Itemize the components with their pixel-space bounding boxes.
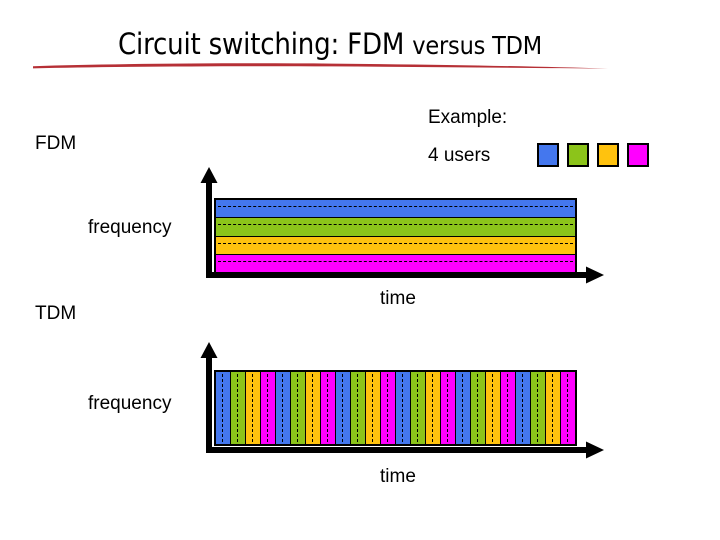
page-title-part-4: TDM [492, 31, 542, 60]
page-title-part-3: versus [412, 31, 493, 60]
fdm-band-user-1 [216, 200, 575, 219]
tdm-slot-15 [426, 372, 441, 444]
legend-swatch-user-3 [597, 143, 619, 167]
fdm-x-axis-label: time [380, 288, 416, 309]
tdm-slot-10 [351, 372, 366, 444]
tdm-axes [200, 342, 604, 459]
tdm-slot-6 [291, 372, 306, 444]
legend-caption: Example: [428, 107, 508, 128]
tdm-slot-8 [321, 372, 336, 444]
tdm-slot-2 [231, 372, 246, 444]
tdm-slot-22 [531, 372, 546, 444]
tdm-y-axis-label: frequency [88, 393, 172, 414]
page-title-part-1: Circuit switching: [118, 27, 348, 61]
tdm-x-axis-label: time [380, 466, 416, 487]
fdm-y-axis-label: frequency [88, 217, 172, 238]
tdm-slot-1 [216, 372, 231, 444]
tdm-slot-17 [456, 372, 471, 444]
tdm-slot-12 [381, 372, 396, 444]
page-title-part-2: FDM [347, 27, 413, 61]
tdm-section-label: TDM [35, 303, 77, 324]
page-title: Circuit switching: FDM versus TDM [0, 27, 660, 61]
tdm-slot-23 [546, 372, 561, 444]
legend-swatches [537, 143, 649, 167]
tdm-slot-9 [336, 372, 351, 444]
tdm-slot-24 [561, 372, 575, 444]
tdm-slot-4 [261, 372, 276, 444]
legend-swatch-user-1 [537, 143, 559, 167]
title-underline-stroke [33, 63, 608, 69]
tdm-slot-19 [486, 372, 501, 444]
tdm-slot-14 [411, 372, 426, 444]
fdm-band-user-2 [216, 218, 575, 237]
tdm-slot-16 [441, 372, 456, 444]
legend-swatch-user-4 [627, 143, 649, 167]
fdm-band-user-4 [216, 254, 575, 272]
tdm-slot-3 [246, 372, 261, 444]
tdm-chart [214, 370, 577, 446]
fdm-band-user-3 [216, 236, 575, 255]
tdm-slot-5 [276, 372, 291, 444]
fdm-section-label: FDM [35, 133, 77, 154]
tdm-slot-11 [366, 372, 381, 444]
fdm-axes [200, 167, 604, 284]
legend-user-count: 4 users [428, 145, 491, 166]
tdm-slot-20 [501, 372, 516, 444]
tdm-slot-21 [516, 372, 531, 444]
fdm-chart [214, 198, 577, 274]
tdm-slot-18 [471, 372, 486, 444]
legend-swatch-user-2 [567, 143, 589, 167]
tdm-slot-7 [306, 372, 321, 444]
tdm-slot-13 [396, 372, 411, 444]
